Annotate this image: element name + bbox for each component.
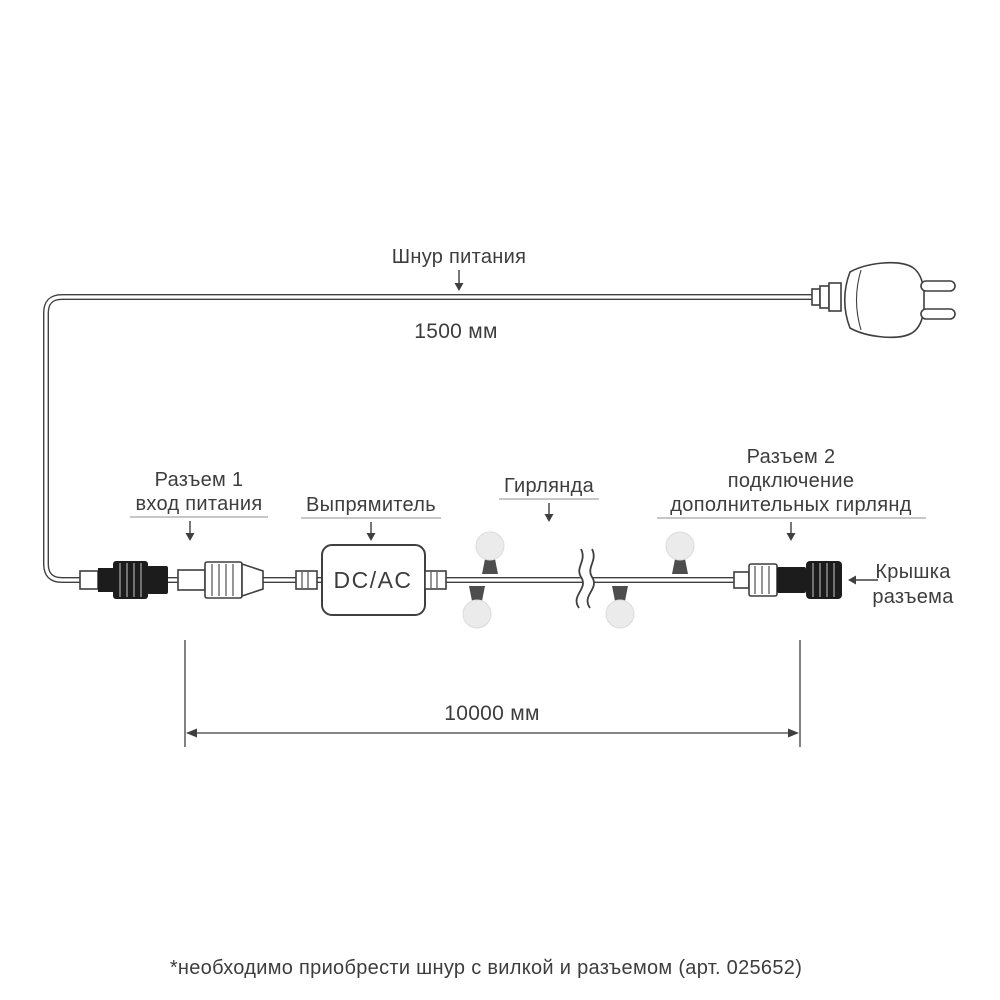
rectifier-box-text: DC/AC (333, 567, 412, 593)
bulb-up-2 (665, 531, 695, 574)
cap-label-group: Крышка разъема (848, 561, 954, 608)
connector-1 (79, 561, 168, 599)
plug-pin-bottom (920, 308, 956, 320)
connector2-label-line3: дополнительных гирлянд (670, 494, 911, 516)
down-arrow-icon (454, 283, 464, 291)
left-arrow-icon (848, 575, 856, 585)
down-arrow-icon (185, 533, 195, 541)
rectifier-label: Выпрямитель (306, 494, 436, 516)
cap-label-line2: разъема (872, 586, 954, 608)
power-cord-length: 1500 мм (414, 320, 498, 343)
plug-pin-top (920, 280, 956, 292)
right-arrow-icon (788, 728, 799, 738)
down-arrow-icon (544, 514, 554, 522)
cable-fitting-right (424, 570, 447, 590)
cable-break-icon (575, 546, 595, 612)
down-arrow-icon (366, 533, 376, 541)
connector2-label-line2: подключение (728, 470, 855, 492)
cable-fitting-left (295, 570, 318, 590)
bulb-up-1 (475, 531, 505, 574)
input-connector (177, 561, 264, 599)
footnote: *необходимо приобрести шнур с вилкой и р… (170, 957, 802, 979)
power-cord-label: Шнур питания (392, 246, 527, 268)
connector-2 (733, 561, 842, 599)
garland-label: Гирлянда (504, 475, 595, 497)
connector2-label-line1: Разъем 2 (747, 446, 836, 468)
power-cord-label-group: Шнур питания 1500 мм (392, 246, 527, 343)
bulb-down-2 (605, 586, 635, 629)
connector2-label-group: Разъем 2 подключение дополнительных гирл… (657, 446, 926, 541)
rectifier-box: DC/AC (321, 544, 426, 616)
garland-length-dimension: 10000 мм (184, 640, 801, 747)
connector1-label-line2: вход питания (135, 493, 262, 515)
power-plug (811, 261, 956, 339)
rectifier-label-group: Выпрямитель (301, 494, 441, 541)
garland-length: 10000 мм (444, 702, 540, 725)
connector1-label-line1: Разъем 1 (155, 469, 244, 491)
connector1-label-group: Разъем 1 вход питания (130, 469, 268, 541)
bulb-down-1 (462, 586, 492, 629)
left-arrow-icon (186, 728, 197, 738)
garland-label-group: Гирлянда (499, 475, 599, 522)
cap-label-line1: Крышка (875, 561, 951, 583)
down-arrow-icon (786, 533, 796, 541)
power-cord (43, 294, 814, 583)
